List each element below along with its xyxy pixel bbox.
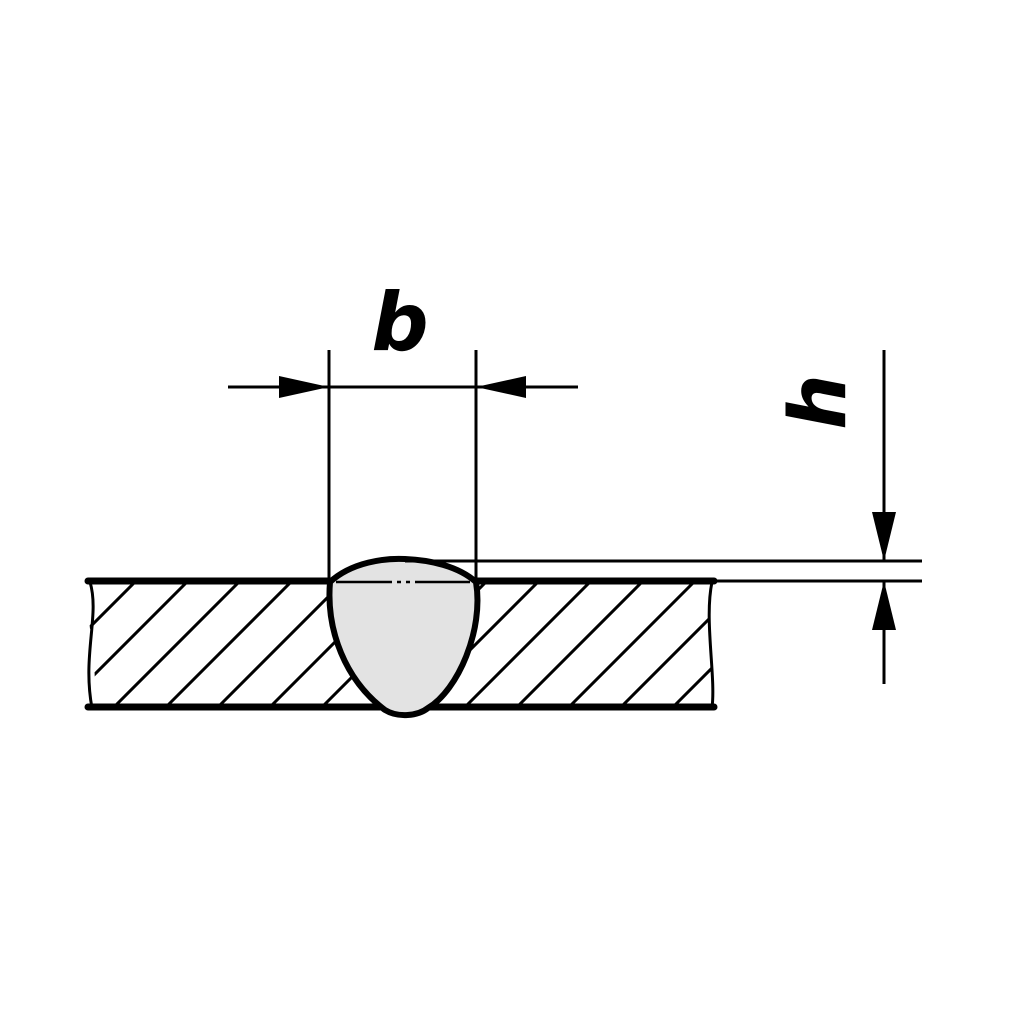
plate-left-break-line <box>87 581 95 709</box>
weld-bead <box>326 555 481 718</box>
hatch-line <box>163 582 293 708</box>
hatch-line <box>215 582 345 708</box>
width-dimension <box>228 350 578 582</box>
width-label-b: b <box>371 276 428 369</box>
hatch-line <box>618 582 713 708</box>
arrowhead-right <box>476 376 526 398</box>
height-label-h: h <box>774 374 864 430</box>
hatch-line <box>670 582 713 708</box>
hatch-line <box>111 582 241 708</box>
arrowhead-left <box>279 376 329 398</box>
hatch-line <box>88 582 137 708</box>
hatch-line <box>514 582 644 708</box>
arrowhead-down <box>872 512 896 561</box>
arrowhead-up <box>872 581 896 630</box>
hatch-line <box>88 582 189 708</box>
hatch-line <box>724 582 850 708</box>
hatch-line <box>462 582 592 708</box>
hatch-line <box>566 582 696 708</box>
plate-right-break-line <box>707 581 715 709</box>
